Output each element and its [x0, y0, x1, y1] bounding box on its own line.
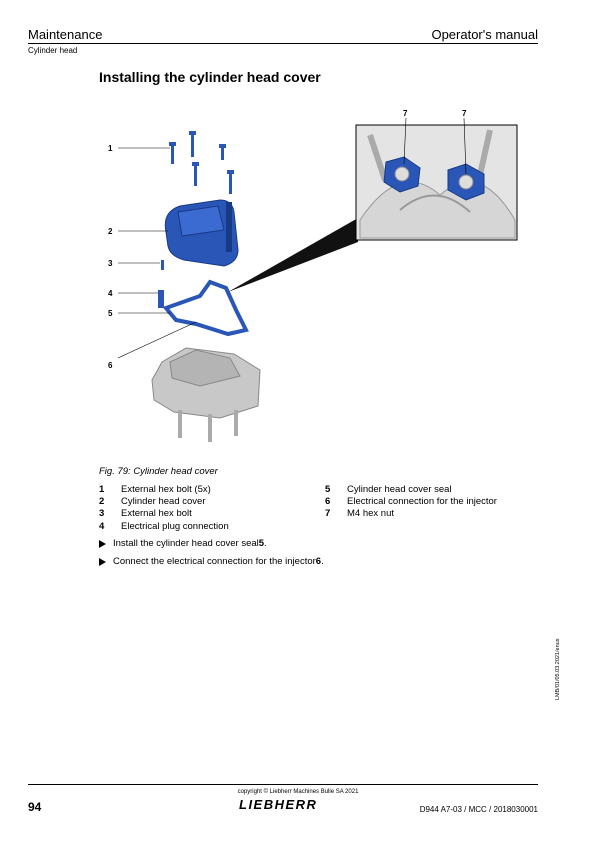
cylinder-head-cover-seal: [162, 279, 249, 337]
document-reference: D944 A7-03 / MCC / 2018030001: [419, 805, 538, 814]
step-ref: 5: [258, 538, 265, 549]
header-manual: Operator's manual: [431, 27, 538, 42]
step-text: Install the cylinder head cover seal: [113, 538, 259, 549]
cylinder-head-cover: [164, 199, 239, 267]
callout-3: 3: [108, 259, 113, 268]
callout-7-left: 7: [403, 109, 408, 118]
side-document-code: LMB/01/05.03.2021/enus: [555, 638, 561, 700]
m4-hex-nut-left: [383, 156, 421, 193]
bullet-arrow-icon: [99, 557, 106, 566]
instruction-step-1: Install the cylinder head cover seal 5.: [99, 538, 267, 549]
footer-copyright: copyright © Liebherr Machines Bulle SA 2…: [237, 789, 359, 795]
callout-4: 4: [108, 289, 113, 298]
legend-num: 4: [99, 520, 105, 532]
external-hex-bolts: [169, 131, 234, 194]
legend-num: 7: [325, 508, 331, 520]
legend-left: 1 External hex bolt (5x) 2 Cylinder head c…: [99, 484, 229, 533]
figure-illustration: 1 2 3 4 5 6 7 7: [108, 109, 518, 442]
header-section: Maintenance: [28, 27, 103, 42]
legend-item: 5 Cylinder head cover seal: [325, 484, 497, 496]
legend-item: 3 External hex bolt: [99, 508, 229, 520]
legend-item: 2 Cylinder head cover: [99, 496, 229, 508]
step-end: .: [321, 556, 324, 567]
footer-divider: [28, 784, 538, 785]
page-number: 94: [28, 800, 42, 814]
legend-num: 1: [99, 484, 105, 495]
page-title: Installing the cylinder head cover: [99, 69, 321, 85]
legend-item: 1 External hex bolt (5x): [99, 484, 229, 496]
external-hex-bolt-3: [161, 260, 164, 270]
inset-pointer: [228, 218, 358, 292]
legend-item: 6 Electrical connection for the injector: [325, 496, 497, 508]
legend-num: 6: [325, 496, 331, 508]
legend-num: 5: [325, 484, 331, 495]
leader-lines: [117, 147, 197, 359]
callout-7-right: 7: [462, 109, 467, 118]
legend-text: Electrical plug connection: [121, 520, 229, 532]
legend-item: 7 M4 hex nut: [325, 508, 497, 520]
figure-caption: Fig. 79: Cylinder head cover: [99, 466, 218, 477]
legend-right: 5 Cylinder head cover seal 6 Electrical co…: [325, 484, 497, 521]
legend-text: Cylinder head cover: [121, 496, 206, 508]
header-divider: [28, 43, 538, 44]
callout-2: 2: [108, 227, 113, 236]
legend-item: 4 Electrical plug connection: [99, 521, 229, 533]
legend-num: 3: [99, 508, 105, 520]
callout-1: 1: [108, 144, 113, 153]
step-end: .: [264, 538, 267, 549]
step-text: Connect the electrical connection for th…: [113, 556, 316, 567]
figure-cylinder-head-cover: 1 2 3 4 5 6 7 7: [100, 100, 520, 460]
step-ref: 6: [315, 556, 322, 567]
m4-hex-nut-right: [447, 163, 485, 201]
legend-text: External hex bolt (5x): [121, 484, 211, 495]
callout-6: 6: [108, 361, 113, 370]
liebherr-logo: LIEBHERR: [239, 797, 318, 812]
legend-text: External hex bolt: [121, 508, 192, 520]
engine-block: [151, 347, 261, 442]
bullet-arrow-icon: [99, 539, 106, 548]
legend-text: Cylinder head cover seal: [347, 484, 452, 495]
legend-num: 2: [99, 496, 105, 508]
instruction-step-2: Connect the electrical connection for th…: [99, 556, 324, 567]
legend-text: Electrical connection for the injector: [347, 496, 497, 508]
electrical-plug-connection: [158, 290, 164, 308]
callout-5: 5: [108, 309, 113, 318]
legend-text: M4 hex nut: [347, 508, 394, 520]
header-subsection: Cylinder head: [28, 46, 78, 55]
